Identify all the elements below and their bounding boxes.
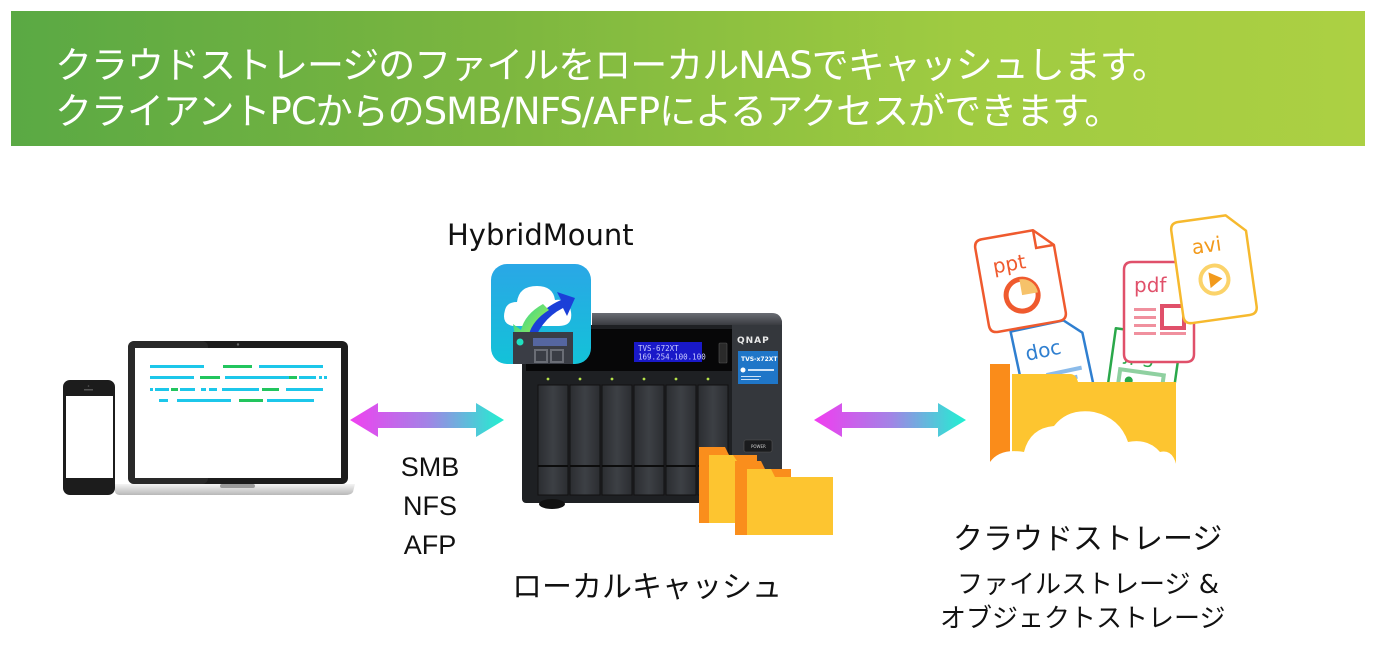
cloud-storage-illustration: doc W jpg ppt pdf <box>970 212 1260 482</box>
cloud-storage-subcaption-1: ファイルストレージ & <box>957 570 1220 600</box>
protocol-nfs: NFS <box>403 491 457 521</box>
svg-text:pdf: pdf <box>1134 273 1167 297</box>
svg-text:POWER: POWER <box>751 444 766 449</box>
client-devices <box>55 335 355 505</box>
local-cache-folders-icon <box>697 447 837 539</box>
pdf-file-icon: pdf <box>1122 260 1196 364</box>
hybridmount-app-icon <box>491 264 591 364</box>
svg-text:169.254.100.100: 169.254.100.100 <box>638 353 706 362</box>
svg-text:TVS-672XT: TVS-672XT <box>638 344 679 353</box>
protocol-afp: AFP <box>403 530 457 560</box>
svg-text:TVS-x72XT: TVS-x72XT <box>741 356 778 363</box>
svg-text:ppt: ppt <box>991 249 1028 278</box>
protocol-smb: SMB <box>400 452 460 482</box>
cloud-storage-subcaption-2: オブジェクトストレージ <box>940 604 1226 634</box>
client-nas-arrow <box>348 400 506 440</box>
header-banner: クラウドストレージのファイルをローカルNASでキャッシュします。 クライアントP… <box>11 11 1365 146</box>
nas-cloud-arrow <box>812 400 968 440</box>
app-name-label: HybridMount <box>447 218 634 252</box>
banner-line-1: クラウドストレージのファイルをローカルNASでキャッシュします。 <box>55 44 1169 87</box>
local-cache-caption: ローカルキャッシュ <box>512 570 782 605</box>
nas-power-button <box>743 439 773 453</box>
banner-line-2: クライアントPCからのSMB/NFS/AFPによるアクセスができます。 <box>55 90 1121 133</box>
ppt-file-icon: ppt <box>973 228 1068 334</box>
cloud-storage-caption: クラウドストレージ <box>953 522 1223 557</box>
avi-file-icon: avi <box>1169 214 1258 325</box>
svg-text:avi: avi <box>1190 231 1223 259</box>
smartphone-icon <box>63 380 115 495</box>
nas-model-badge <box>738 351 778 384</box>
laptop-icon <box>63 341 355 495</box>
nas-brand-logo: QNAP <box>737 336 770 346</box>
nas-lcd: TVS-672XT 169.254.100.100 <box>634 342 706 362</box>
screen-text-lines <box>150 365 327 402</box>
